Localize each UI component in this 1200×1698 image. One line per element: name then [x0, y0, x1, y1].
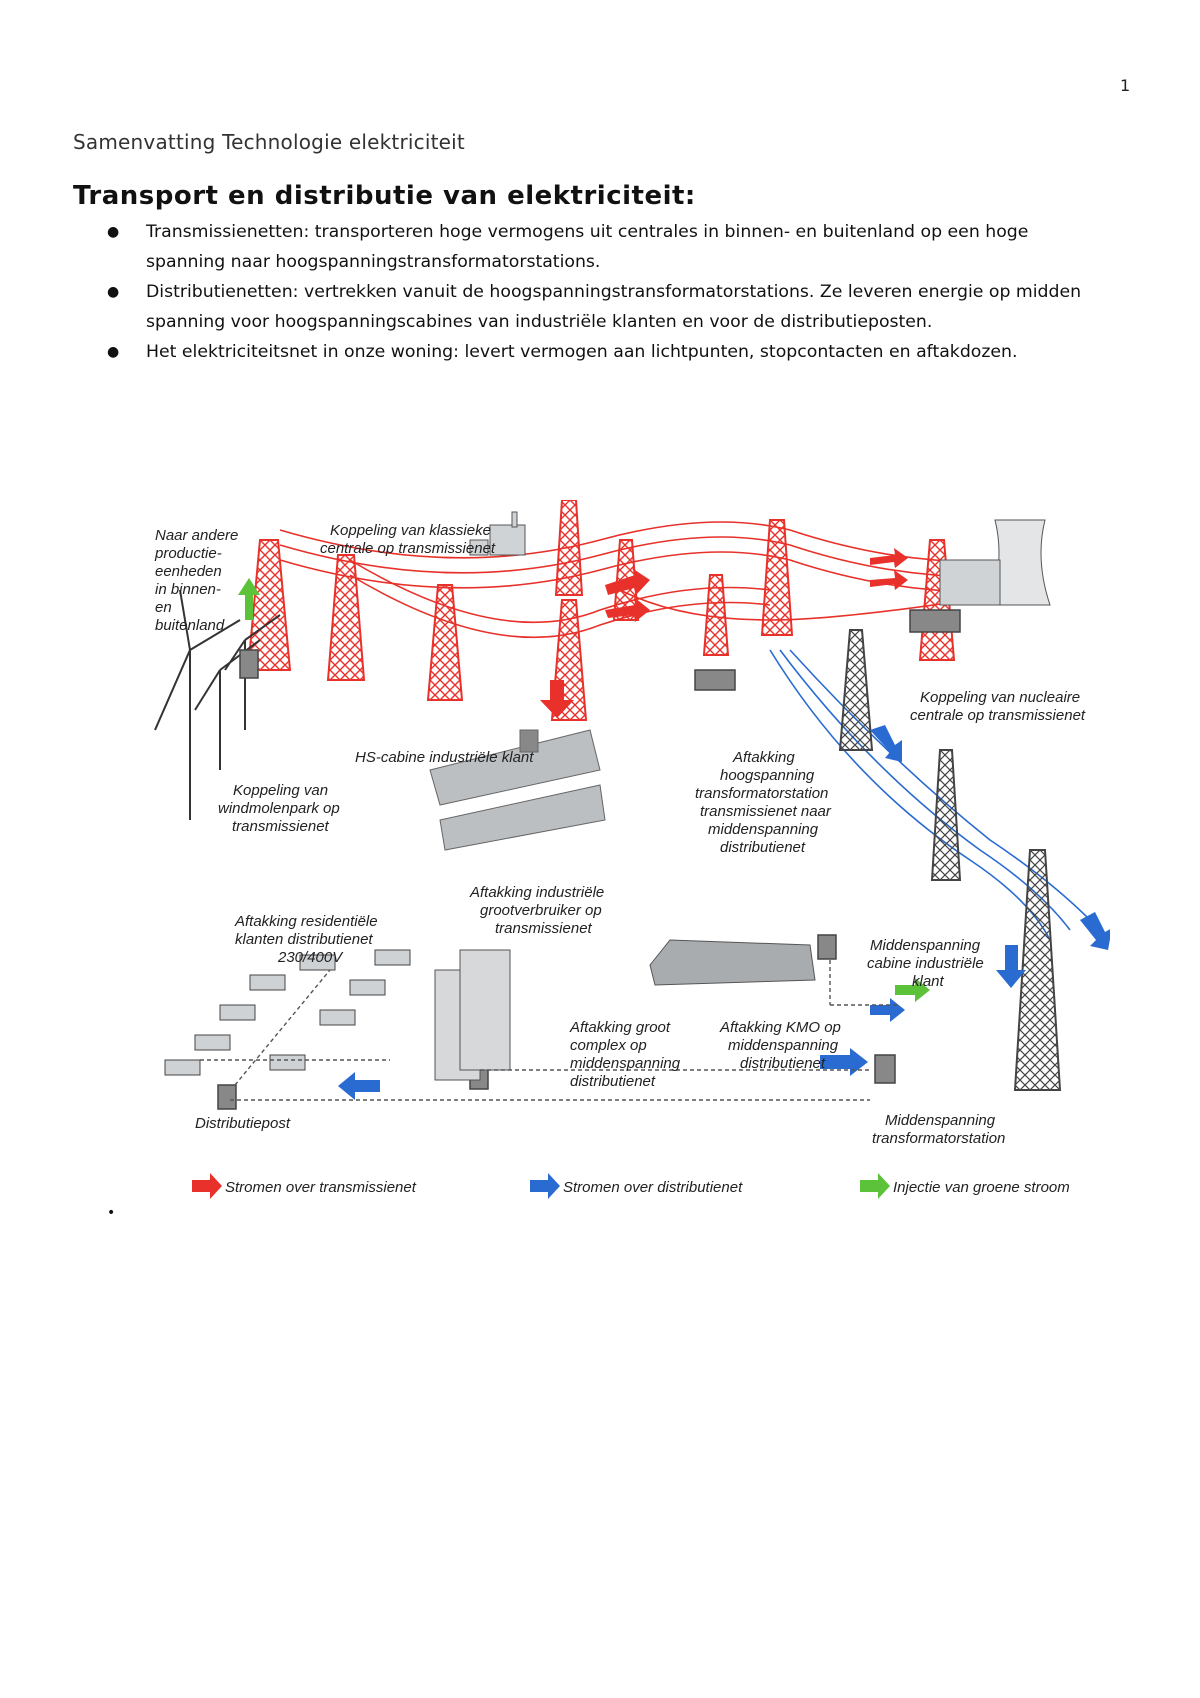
dashed-lines [200, 960, 900, 1101]
legend: Stromen over transmissienet Stromen over… [192, 1173, 1070, 1199]
bullet-item: ● Het elektriciteitsnet in onze woning: … [105, 337, 1135, 367]
legend-label: Injectie van groene stroom [893, 1179, 1070, 1196]
hs-cabin-transformer [519, 729, 539, 753]
houses [164, 949, 411, 1076]
house [319, 1009, 356, 1026]
grid-diagram-svg: Naar andere productie- eenheden in binne… [154, 499, 1112, 1199]
hall-2 [439, 784, 606, 851]
bullet-icon: ● [107, 224, 120, 240]
distribution-arrows [338, 725, 1112, 1100]
pylon-1 [246, 539, 292, 671]
wind-turbines [154, 589, 281, 820]
arrow-blue-3 [996, 945, 1026, 988]
page-number: 1 [1120, 76, 1131, 95]
bullet-line: Distributienetten: vertrekken vanuit de … [146, 282, 1082, 302]
bullet-list: ● Transmissienetten: transporteren hoge … [105, 217, 1135, 367]
hs-transformer [694, 669, 736, 691]
label-classic-central: Koppeling van klassieke centrale op tran… [320, 522, 496, 557]
pylon-8 [760, 519, 794, 636]
label-ms-cabin: Middenspanning cabine industriële klant [867, 937, 988, 990]
label-wind-park: Koppeling van windmolenpark op transmiss… [218, 782, 344, 835]
house [349, 979, 386, 996]
document-header: Samenvatting Technologie elektriciteit [73, 130, 465, 154]
distribution-transformer [217, 1084, 237, 1110]
label-residential: Aftakking residentiële klanten distribut… [234, 913, 382, 966]
bullet-icon: ● [107, 344, 120, 360]
transmission-arrows [540, 548, 908, 718]
label-complex: Aftakking groot complex op middenspannin… [569, 1019, 684, 1090]
bullet-icon: ● [107, 284, 120, 300]
grid-diagram: Naar andere productie- eenheden in binne… [150, 499, 1112, 1224]
apartment-2 [459, 949, 511, 1071]
legend-blue-arrow-icon [530, 1173, 560, 1199]
legend-green-arrow-icon [860, 1173, 890, 1199]
arrow-green-1 [238, 578, 260, 620]
label-ms-station: Middenspanning transformatorstation [872, 1112, 1005, 1147]
house [249, 974, 286, 991]
house [374, 949, 411, 966]
legend-label: Stromen over distributienet [563, 1179, 743, 1196]
industrial-halls [429, 729, 606, 851]
arrow-blue-4 [820, 1048, 868, 1076]
nuclear-building [939, 559, 1001, 606]
bullet-item: ● Transmissienetten: transporteren hoge … [105, 217, 1135, 277]
bullet-item: ● Distributienetten: vertrekken vanuit d… [105, 277, 1135, 337]
kmo-halls [649, 939, 816, 986]
arrow-blue-2 [1080, 912, 1112, 950]
distribution-pylons [838, 629, 1062, 1091]
label-hs-cabin: HS-cabine industriële klant [355, 749, 534, 766]
bullet-line: Transmissienetten: transporteren hoge ve… [146, 222, 1029, 242]
label-kmo: Aftakking KMO op middenspanning distribu… [719, 1019, 845, 1072]
pylon-12 [1013, 849, 1062, 1091]
label-other-units: Naar andere productie- eenheden in binne… [154, 527, 243, 634]
house [164, 1059, 201, 1076]
nuclear-central [939, 519, 1051, 606]
wind-transformer [239, 649, 259, 679]
arrow-red-2 [605, 597, 650, 622]
house [299, 954, 336, 971]
legend-red-arrow-icon [192, 1173, 222, 1199]
central-building [489, 524, 526, 556]
section-title: Transport en distributie van elektricite… [73, 181, 696, 211]
house [219, 1004, 256, 1021]
house [269, 1054, 306, 1071]
classic-central [469, 511, 526, 556]
arrow-red-4 [870, 570, 908, 590]
arrow-blue-6 [338, 1072, 380, 1100]
central-transformer [469, 539, 489, 556]
ms-transformer [874, 1054, 896, 1084]
pylon-5 [554, 499, 584, 596]
bullet-line: Het elektriciteitsnet in onze woning: le… [146, 342, 1018, 362]
house [194, 1034, 231, 1051]
empty-bullet: • [107, 1205, 116, 1221]
label-nuclear: Koppeling van nucleaire centrale op tran… [910, 689, 1086, 724]
arrow-blue-5 [870, 998, 905, 1022]
pylon-7 [702, 574, 730, 656]
arrow-green-2 [895, 978, 930, 1002]
kmo-hall [649, 939, 816, 986]
ms-cabin-transformer [817, 934, 837, 960]
pylon-3 [426, 584, 464, 701]
label-industrial-large: Aftakking industriële grootverbruiker op… [469, 884, 608, 937]
apartment-complex [434, 949, 511, 1081]
arrow-blue-1 [870, 725, 902, 762]
bullet-line: spanning voor hoogspanningscabines van i… [146, 312, 933, 332]
pylon-10 [838, 629, 874, 751]
green-arrows [238, 578, 930, 1002]
arrow-red-5 [540, 680, 574, 718]
nuclear-transformer [909, 609, 961, 633]
bullet-line: spanning naar hoogspanningstransformator… [146, 252, 601, 272]
cooling-tower [989, 519, 1051, 606]
central-chimney [511, 511, 518, 528]
label-distribution-post: Distributiepost [195, 1115, 291, 1132]
legend-label: Stromen over transmissienet [225, 1179, 417, 1196]
arrow-red-3 [870, 548, 908, 568]
arrow-red-1 [605, 568, 650, 595]
label-hs-station: Aftakking hoogspanning transformatorstat… [695, 749, 835, 856]
pylon-2 [326, 554, 366, 681]
pylon-11 [930, 749, 962, 881]
